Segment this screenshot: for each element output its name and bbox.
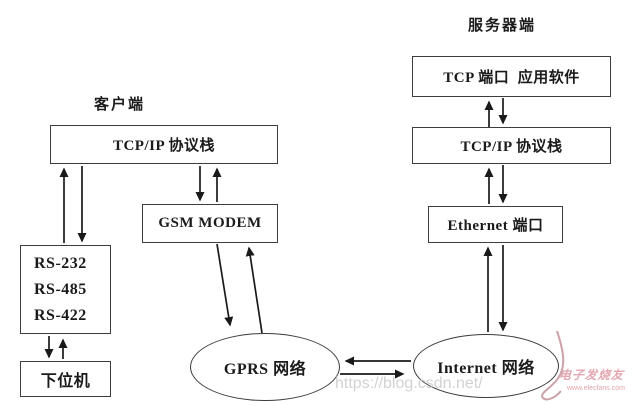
arrow-gsm-to-gprs-down [216, 243, 234, 327]
lower-machine-box: 下位机 [20, 361, 111, 397]
server-tcp-port-app-box: TCP 端口 应用软件 [412, 56, 611, 97]
arrow-gprs-to-gsm-up [245, 246, 263, 334]
rs232-label: RS-232 [34, 254, 87, 272]
server-side-label: 服务器端 [468, 18, 537, 34]
serial-interfaces-box: RS-232 RS-485 RS-422 [20, 245, 111, 334]
elecfans-logo: 电子发烧友 www.elecfans.com [545, 358, 633, 392]
rs422-label: RS-422 [34, 306, 87, 324]
csdn-watermark-text: https://blog.csdn.net/ [335, 375, 483, 392]
client-side-label: 客户端 [94, 97, 146, 113]
client-tcpip-stack-box: TCP/IP 协议栈 [50, 125, 278, 164]
elecfans-logo-title: 电子发烧友 [558, 368, 625, 382]
internet-network-ellipse: Internet 网络 [413, 334, 559, 398]
server-tcpip-stack-box: TCP/IP 协议栈 [412, 127, 611, 164]
gprs-network-ellipse: GPRS 网络 [190, 333, 340, 401]
rs485-label: RS-485 [34, 280, 87, 298]
gsm-modem-box: GSM MODEM [142, 204, 278, 243]
ethernet-port-box: Ethernet 端口 [428, 206, 563, 243]
elecfans-logo-site: www.elecfans.com [567, 385, 625, 392]
